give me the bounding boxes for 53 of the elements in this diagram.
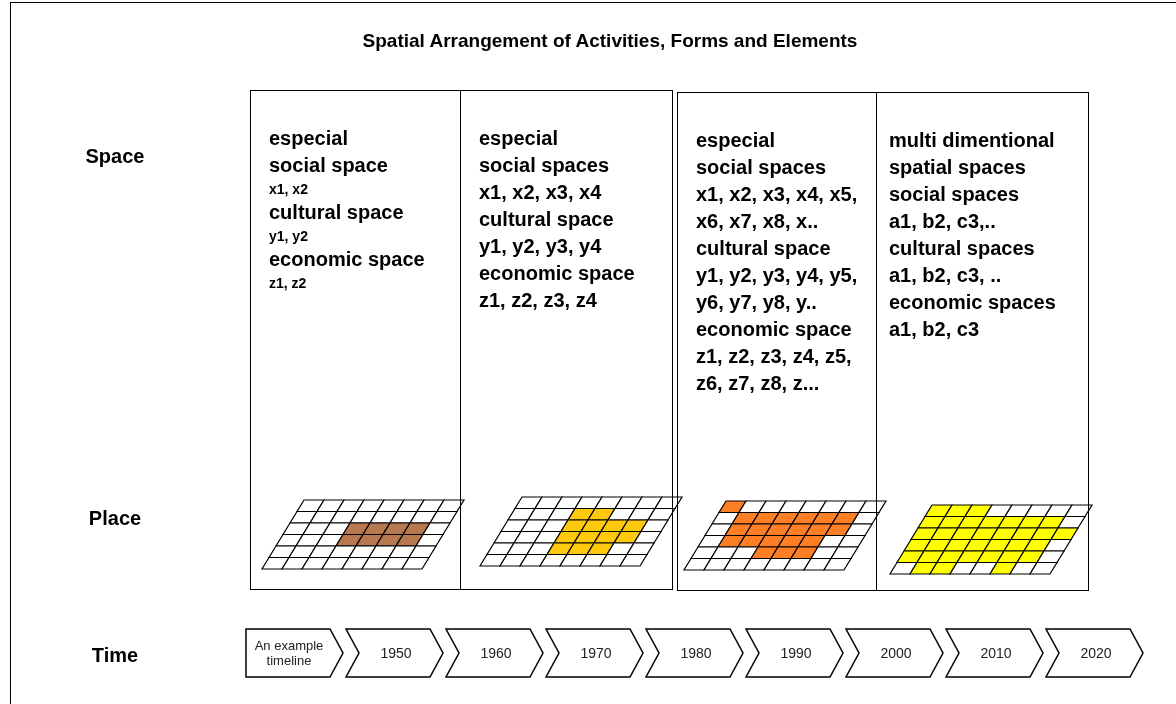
year-label: 1960 [479, 643, 513, 663]
space-items: x1, x2 [269, 180, 309, 199]
space-heading: economic space [269, 247, 426, 272]
timeline-year-segment [545, 628, 645, 678]
space-heading: especial [479, 126, 559, 151]
space-heading: cultural spaces [889, 236, 1036, 261]
space-items: a1, b2, c3, .. [889, 263, 1003, 288]
space-heading: especial [696, 128, 776, 153]
timeline-year-segment [345, 628, 445, 678]
timeline-start-segment [245, 628, 345, 678]
row-label: Place [87, 507, 143, 530]
space-heading: especial [269, 126, 349, 151]
space-heading: social spaces [696, 155, 828, 180]
space-heading: economic space [696, 317, 853, 342]
period-panel [677, 92, 877, 591]
space-items: z1, z2, z3, z4 [479, 288, 598, 313]
space-items: y1, y2, y3, y4 [479, 234, 603, 259]
space-heading: social spaces [479, 153, 611, 178]
space-heading: economic spaces [889, 290, 1057, 315]
space-items: y1, y2, y3, y4, y5, y6, y7, y8, y.. [696, 263, 859, 315]
period-panel [876, 92, 1089, 591]
space-heading: cultural space [696, 236, 832, 261]
space-items: x1, x2, x3, x4 [479, 180, 603, 205]
year-label: 1980 [679, 643, 713, 663]
space-items: a1, b2, c3,.. [889, 209, 997, 234]
timeline-year-segment [745, 628, 845, 678]
year-label: 2010 [979, 643, 1013, 663]
space-items: a1, b2, c3 [889, 317, 981, 342]
row-label: Space [84, 145, 146, 168]
timeline-year-segment [445, 628, 545, 678]
title: Spatial Arrangement of Activities, Forms and Elements [361, 30, 859, 52]
year-label: 1970 [579, 643, 613, 663]
timeline-caption: An example timeline [253, 637, 325, 670]
year-label: 1950 [379, 643, 413, 663]
space-heading: economic space [479, 261, 636, 286]
timeline-year-segment [845, 628, 945, 678]
space-items: z1, z2 [269, 274, 308, 293]
space-heading: social spaces [889, 182, 1021, 207]
year-label: 2000 [879, 643, 913, 663]
period-panel [250, 90, 461, 590]
space-heading: social space [269, 153, 389, 178]
space-items: z1, z2, z3, z4, z5, z6, z7, z8, z... [696, 344, 853, 396]
space-heading: cultural space [269, 200, 405, 225]
space-items: x1, x2, x3, x4, x5, x6, x7, x8, x.. [696, 182, 859, 234]
timeline-year-segment [1045, 628, 1145, 678]
timeline-year-segment [645, 628, 745, 678]
year-label: 2020 [1079, 643, 1113, 663]
row-label: Time [90, 644, 140, 667]
timeline-year-segment [945, 628, 1045, 678]
space-items: y1, y2 [269, 227, 309, 246]
period-panel [460, 90, 673, 590]
space-heading: cultural space [479, 207, 615, 232]
year-label: 1990 [779, 643, 813, 663]
